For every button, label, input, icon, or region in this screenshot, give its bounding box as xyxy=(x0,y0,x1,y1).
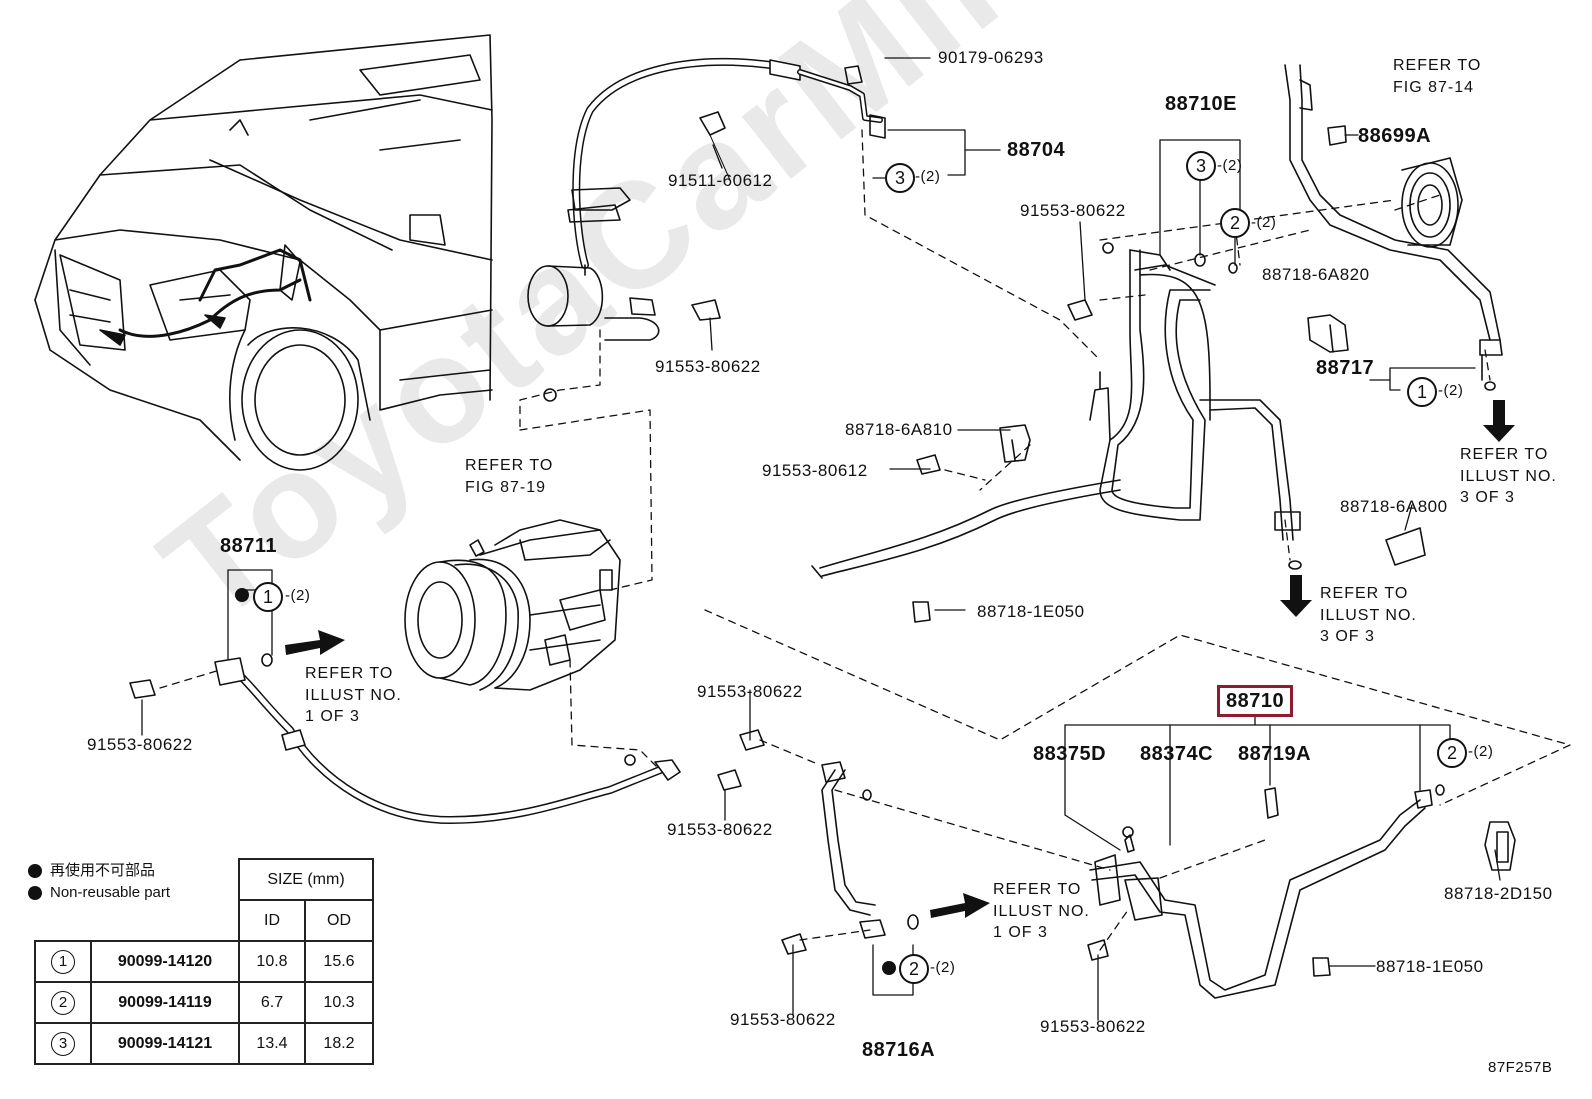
callout-1-88711: 1 xyxy=(253,582,283,612)
part-91553-80622-b1[interactable]: 91553-80622 xyxy=(730,1010,836,1029)
clamps xyxy=(912,424,1516,977)
qty-88711: -(2) xyxy=(285,587,311,604)
non-reusable-bullet-icon xyxy=(28,864,42,879)
part-88699A[interactable]: 88699A xyxy=(1358,125,1432,147)
refer-fig-87-14[interactable]: REFER TO FIG 87-14 xyxy=(1393,57,1482,96)
part-91553-80622-left[interactable]: 91553-80622 xyxy=(87,735,193,754)
part-91511-60612[interactable]: 91511-60612 xyxy=(668,171,773,190)
id-header: ID xyxy=(238,899,306,942)
size-header: SIZE (mm) xyxy=(238,858,374,901)
part-91553-80622-c1[interactable]: 91553-80622 xyxy=(697,682,803,701)
legend-jp-text: 再使用不可部品 xyxy=(50,862,156,879)
row-no-cell: 3 xyxy=(34,1022,92,1065)
part-88717[interactable]: 88717 xyxy=(1316,357,1375,379)
bolts xyxy=(129,111,1109,961)
row-od: 10.3 xyxy=(304,981,374,1024)
non-reusable-bullet-icon xyxy=(28,886,42,901)
part-90179-06293[interactable]: 90179-06293 xyxy=(938,48,1044,67)
pipe-88717 xyxy=(1284,64,1503,391)
part-91553-80622-mid[interactable]: 91553-80622 xyxy=(655,357,761,376)
legend-en: Non-reusable part xyxy=(28,884,170,901)
row-part: 90099-14120 xyxy=(90,940,240,983)
qty-88716A: -(2) xyxy=(930,959,956,976)
row-od: 18.2 xyxy=(304,1022,374,1065)
pipe-88710 xyxy=(1089,784,1445,999)
o-ring-size-table: SIZE (mm) ID OD 1 90099-14120 10.8 15.6 … xyxy=(34,858,374,1065)
table-row: 3 90099-14121 13.4 18.2 xyxy=(34,1022,374,1065)
part-88718-1E050-b[interactable]: 88718-1E050 xyxy=(1376,957,1484,976)
row-id: 10.8 xyxy=(238,940,306,983)
row-id: 13.4 xyxy=(238,1022,306,1065)
part-88718-1E050-a[interactable]: 88718-1E050 xyxy=(977,602,1085,621)
callout-2-88716A: 2 xyxy=(899,954,929,984)
part-91553-80622-top[interactable]: 91553-80622 xyxy=(1020,201,1126,220)
row-od: 15.6 xyxy=(304,940,374,983)
table-row: 1 90099-14120 10.8 15.6 xyxy=(34,940,374,983)
od-header: OD xyxy=(304,899,374,942)
row-id: 6.7 xyxy=(238,981,306,1024)
figure-code: 87F257B xyxy=(1488,1059,1553,1076)
part-88711[interactable]: 88711 xyxy=(220,535,278,557)
part-91553-80622-c2[interactable]: 91553-80622 xyxy=(667,820,773,839)
legend-en-text: Non-reusable part xyxy=(50,884,171,901)
qty-88710: -(2) xyxy=(1468,743,1494,760)
pipe-88716A xyxy=(821,761,919,939)
callout-2-88710: 2 xyxy=(1437,738,1467,768)
row-part: 90099-14119 xyxy=(90,981,240,1024)
part-91553-80622-b2[interactable]: 91553-80622 xyxy=(1040,1017,1146,1036)
refer-fig-87-19[interactable]: REFER TO FIG 87-19 xyxy=(465,457,554,496)
row-no-circle: 3 xyxy=(51,1031,75,1056)
qty-88704: -(2) xyxy=(915,168,941,185)
part-88716A[interactable]: 88716A xyxy=(862,1039,936,1061)
non-reusable-dot-88711 xyxy=(235,588,249,602)
refer-illust-1-of-3-a[interactable]: REFER TO ILLUST NO. 1 OF 3 xyxy=(305,665,402,726)
part-88704[interactable]: 88704 xyxy=(1007,139,1066,161)
row-no-circle: 1 xyxy=(51,949,75,974)
part-88718-6A810[interactable]: 88718-6A810 xyxy=(845,420,953,439)
part-88718-6A800[interactable]: 88718-6A800 xyxy=(1340,497,1448,516)
row-no-cell: 1 xyxy=(34,940,92,983)
pipe-88710E xyxy=(811,242,1302,579)
non-reusable-dot-88716A xyxy=(882,961,896,975)
refer-illust-1-of-3-b[interactable]: REFER TO ILLUST NO. 1 OF 3 xyxy=(993,881,1090,942)
vehicle-illustration xyxy=(34,34,493,471)
row-no-circle: 2 xyxy=(51,990,75,1015)
part-88719A[interactable]: 88719A xyxy=(1238,743,1312,765)
refer-illust-3-of-3-a[interactable]: REFER TO ILLUST NO. 3 OF 3 xyxy=(1460,446,1557,507)
refer-illust-3-of-3-b[interactable]: REFER TO ILLUST NO. 3 OF 3 xyxy=(1320,585,1417,646)
qty-2-88710E: -(2) xyxy=(1251,214,1277,231)
callout-2-88710E: 2 xyxy=(1220,208,1250,238)
part-88710E[interactable]: 88710E xyxy=(1165,93,1237,115)
dashed-leaders xyxy=(159,129,1571,951)
qty-88717: -(2) xyxy=(1438,382,1464,399)
part-88718-2D150[interactable]: 88718-2D150 xyxy=(1444,884,1553,903)
part-91553-80612[interactable]: 91553-80612 xyxy=(762,461,868,480)
qty-3-88710E: -(2) xyxy=(1217,157,1243,174)
arrows xyxy=(285,400,1515,918)
part-88718-6A820[interactable]: 88718-6A820 xyxy=(1262,265,1370,284)
callout-3-88704: 3 xyxy=(885,163,915,193)
compressor-illustration xyxy=(404,519,621,691)
hose-88711 xyxy=(214,653,681,824)
upper-hose-88704 xyxy=(527,58,886,402)
callout-3-88710E: 3 xyxy=(1186,151,1216,181)
legend-jp: 再使用不可部品 xyxy=(28,859,155,880)
table-row: 2 90099-14119 6.7 10.3 xyxy=(34,981,374,1024)
part-88375D[interactable]: 88375D xyxy=(1033,743,1107,765)
callout-1-88717: 1 xyxy=(1407,377,1437,407)
row-no-cell: 2 xyxy=(34,981,92,1024)
part-88710-highlighted[interactable]: 88710 xyxy=(1217,685,1294,717)
leader-lines xyxy=(141,57,1501,1021)
row-part: 90099-14121 xyxy=(90,1022,240,1065)
part-88374C[interactable]: 88374C xyxy=(1140,743,1214,765)
